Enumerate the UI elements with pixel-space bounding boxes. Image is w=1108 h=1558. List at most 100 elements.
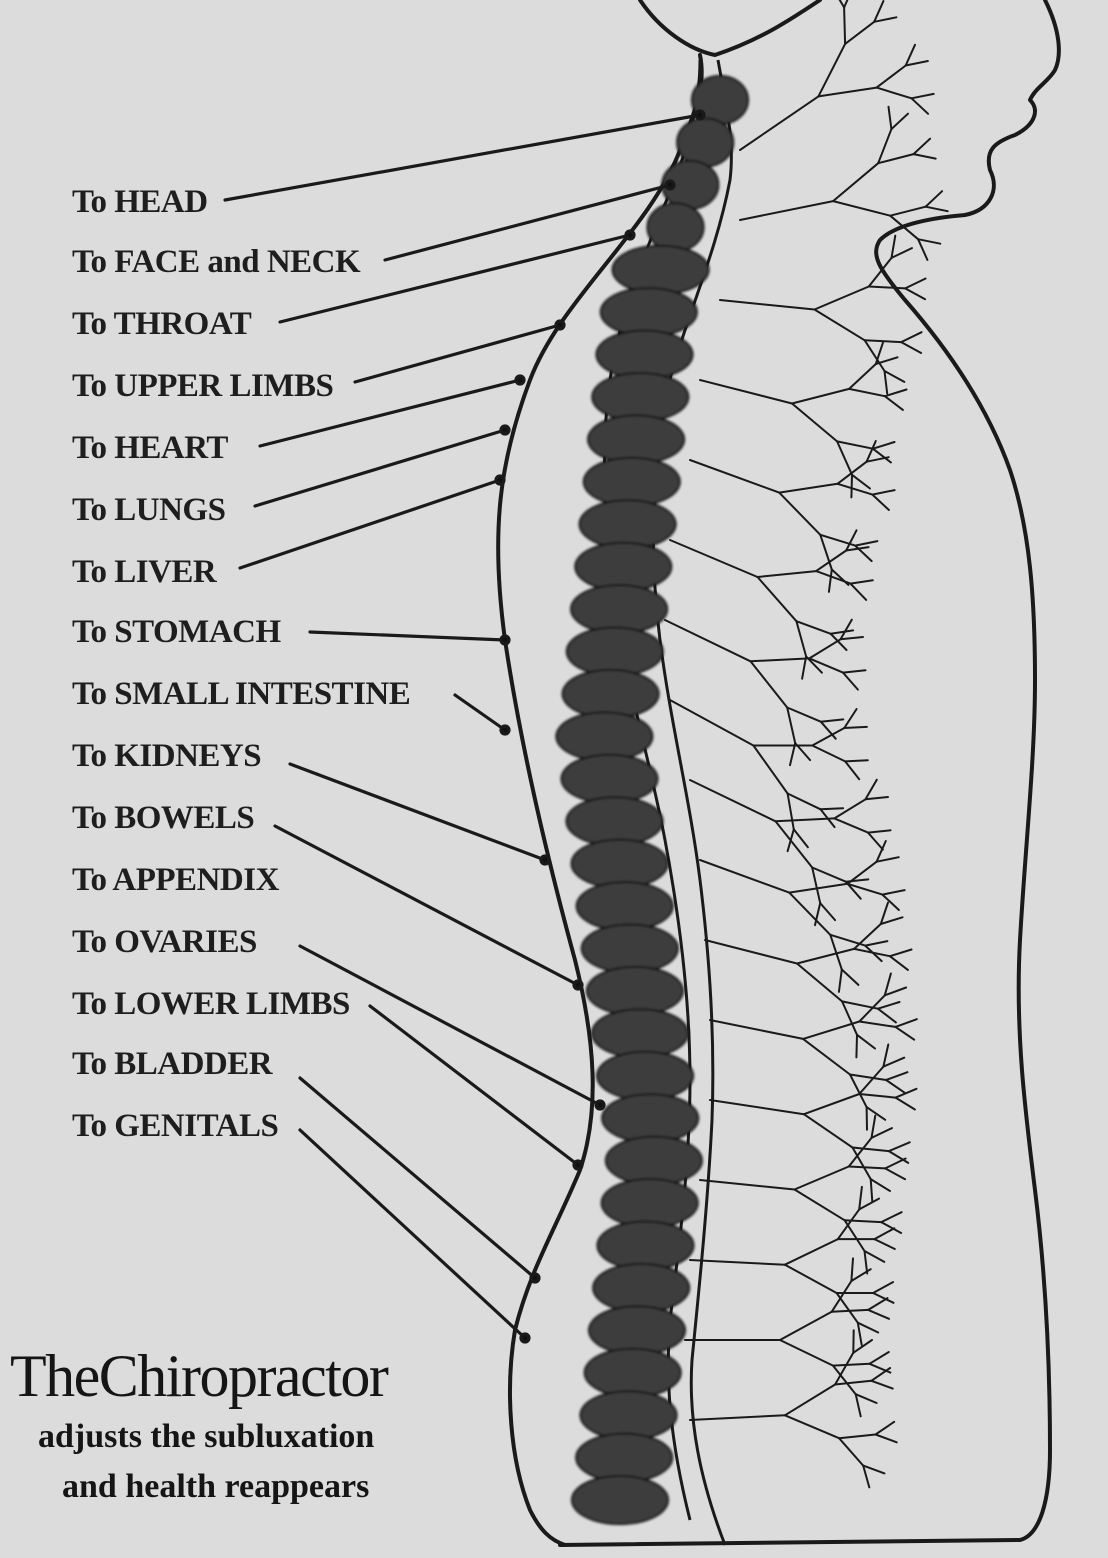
- nerve: [866, 797, 889, 799]
- nerve: [710, 1100, 804, 1114]
- nerve: [705, 940, 797, 964]
- leader-line: [300, 946, 600, 1105]
- vertebra: [556, 712, 652, 760]
- leader-line: [225, 115, 700, 200]
- nerve: [918, 239, 940, 244]
- nerve: [831, 634, 847, 650]
- nerve: [912, 94, 934, 98]
- label-liver: To LIVER: [72, 556, 216, 589]
- vertebra: [606, 1137, 702, 1185]
- nerve: [881, 917, 903, 924]
- caption-title: TheChiropractor: [10, 1346, 387, 1406]
- nerve: [885, 988, 906, 996]
- nerve: [794, 829, 808, 847]
- nerve: [779, 493, 820, 535]
- leader-line: [310, 632, 505, 640]
- nerve: [787, 708, 795, 744]
- nerve: [896, 1019, 917, 1027]
- nerve: [850, 584, 866, 600]
- vertebra: [584, 458, 680, 506]
- caption-line-2: and health reappears: [62, 1470, 369, 1504]
- nerve: [812, 868, 820, 904]
- nerve: [877, 857, 899, 862]
- nerve: [842, 970, 859, 985]
- nerve: [758, 571, 817, 577]
- nerve: [852, 475, 870, 489]
- nerve: [795, 1167, 849, 1190]
- vertebra: [648, 203, 704, 251]
- vertebra: [597, 1052, 693, 1100]
- label-lungs: To LUNGS: [72, 494, 225, 527]
- nerve: [844, 7, 845, 44]
- vertebra: [576, 1434, 672, 1482]
- nerve: [878, 1002, 900, 1009]
- nerve: [849, 389, 885, 396]
- nerve: [918, 239, 927, 260]
- nerve: [914, 139, 931, 154]
- nerve: [851, 1258, 853, 1281]
- leader-dot: [696, 111, 704, 119]
- nerve: [896, 1098, 915, 1110]
- nerve: [845, 760, 868, 761]
- nerve: [841, 637, 864, 639]
- nerve: [883, 1058, 904, 1067]
- caption-line-1: adjusts the subluxation: [38, 1420, 374, 1454]
- nerve: [865, 1251, 868, 1274]
- nerve: [812, 746, 845, 762]
- nerve: [876, 343, 883, 364]
- nerve: [877, 88, 912, 99]
- vertebra: [581, 1391, 677, 1439]
- vertebra: [562, 755, 658, 803]
- nerve: [866, 780, 877, 800]
- nerve: [868, 833, 883, 850]
- nerve: [831, 630, 853, 633]
- nerve: [815, 310, 865, 341]
- nerve: [885, 974, 891, 996]
- vertebra: [597, 331, 693, 379]
- vertebra: [567, 628, 663, 676]
- nerve: [850, 1075, 867, 1108]
- nerve: [751, 658, 810, 661]
- nerve: [885, 390, 907, 397]
- nerve: [881, 903, 888, 924]
- nerve: [832, 1310, 869, 1312]
- nerve: [867, 441, 876, 462]
- nerve: [849, 1167, 885, 1169]
- nerve: [885, 371, 888, 394]
- nerve: [785, 1239, 838, 1265]
- nerve: [818, 88, 876, 97]
- nerve: [883, 1045, 888, 1067]
- nerve: [812, 868, 846, 882]
- leader-line: [275, 826, 578, 985]
- nerve: [849, 364, 876, 389]
- nerve: [905, 279, 925, 289]
- nerve: [839, 1438, 863, 1465]
- nerve: [815, 287, 869, 310]
- nerve: [874, 1228, 894, 1239]
- leader-dot: [521, 1334, 529, 1342]
- nerve: [792, 389, 849, 404]
- nerve: [690, 1415, 785, 1420]
- nerve: [912, 98, 929, 114]
- nerve: [871, 1179, 873, 1202]
- nerve: [844, 709, 856, 728]
- nerve: [878, 129, 891, 163]
- nerve: [885, 396, 903, 410]
- nerve: [844, 727, 867, 728]
- nerve: [853, 1148, 889, 1152]
- vertebra: [677, 118, 733, 166]
- label-bladder: To BLADDER: [72, 1048, 272, 1081]
- nerve: [869, 287, 905, 289]
- nerve: [890, 950, 912, 957]
- nerve: [889, 1142, 910, 1151]
- nerve: [855, 541, 877, 546]
- nerve: [820, 903, 835, 920]
- nerve: [833, 1364, 870, 1366]
- nerve: [787, 708, 821, 722]
- nerve: [700, 860, 789, 893]
- vertebra: [563, 670, 659, 718]
- nerve: [896, 1089, 917, 1098]
- nerve: [740, 201, 833, 220]
- nerve: [843, 670, 866, 672]
